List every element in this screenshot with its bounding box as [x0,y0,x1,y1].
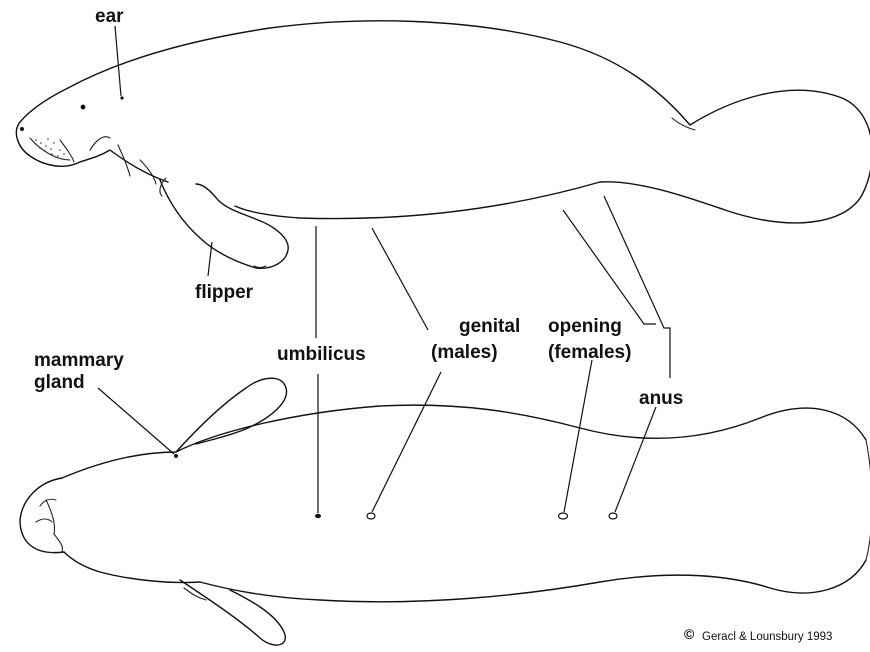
label-anus: anus [639,388,683,409]
label-genital: genital [459,316,520,337]
copyright-symbol: © [684,626,695,642]
label-females: (females) [548,342,631,363]
umbilicus-mark [315,514,321,518]
genital-opening-male-mark [367,513,375,519]
label-flipper: flipper [195,282,254,303]
anus-bottom-leader [615,407,656,512]
genital-opening-female-mark [559,513,568,519]
label-males: (males) [431,342,498,363]
ear-dot [120,96,123,99]
ear-leader [115,26,121,96]
genital-female-top-leader [563,210,656,324]
label-umbilicus: umbilicus [277,344,366,365]
genital-female-bottom-leader [564,360,592,512]
label-ear: ear [95,6,124,27]
flipper-leader [208,242,212,276]
copyright-notice: © Geracl & Lounsbury 1993 [684,626,832,643]
label-gland: gland [34,372,85,393]
manatee-side-view [16,21,870,268]
leader-lines [98,26,670,513]
labels: ear flipper mammary gland umbilicus geni… [34,6,683,409]
label-opening: opening [548,316,622,337]
genital-male-top-leader [372,228,428,330]
manatee-ventral-view [20,378,870,645]
mammary-gland-mark [174,454,178,458]
anus-mark [609,513,617,519]
copyright-text: Geracl & Lounsbury 1993 [702,631,832,643]
eye-dot [81,105,86,110]
nostril-dot [20,127,24,131]
genital-male-bottom-leader [372,372,441,512]
mammary-leader [98,388,174,454]
label-mammary: mammary [34,350,124,371]
